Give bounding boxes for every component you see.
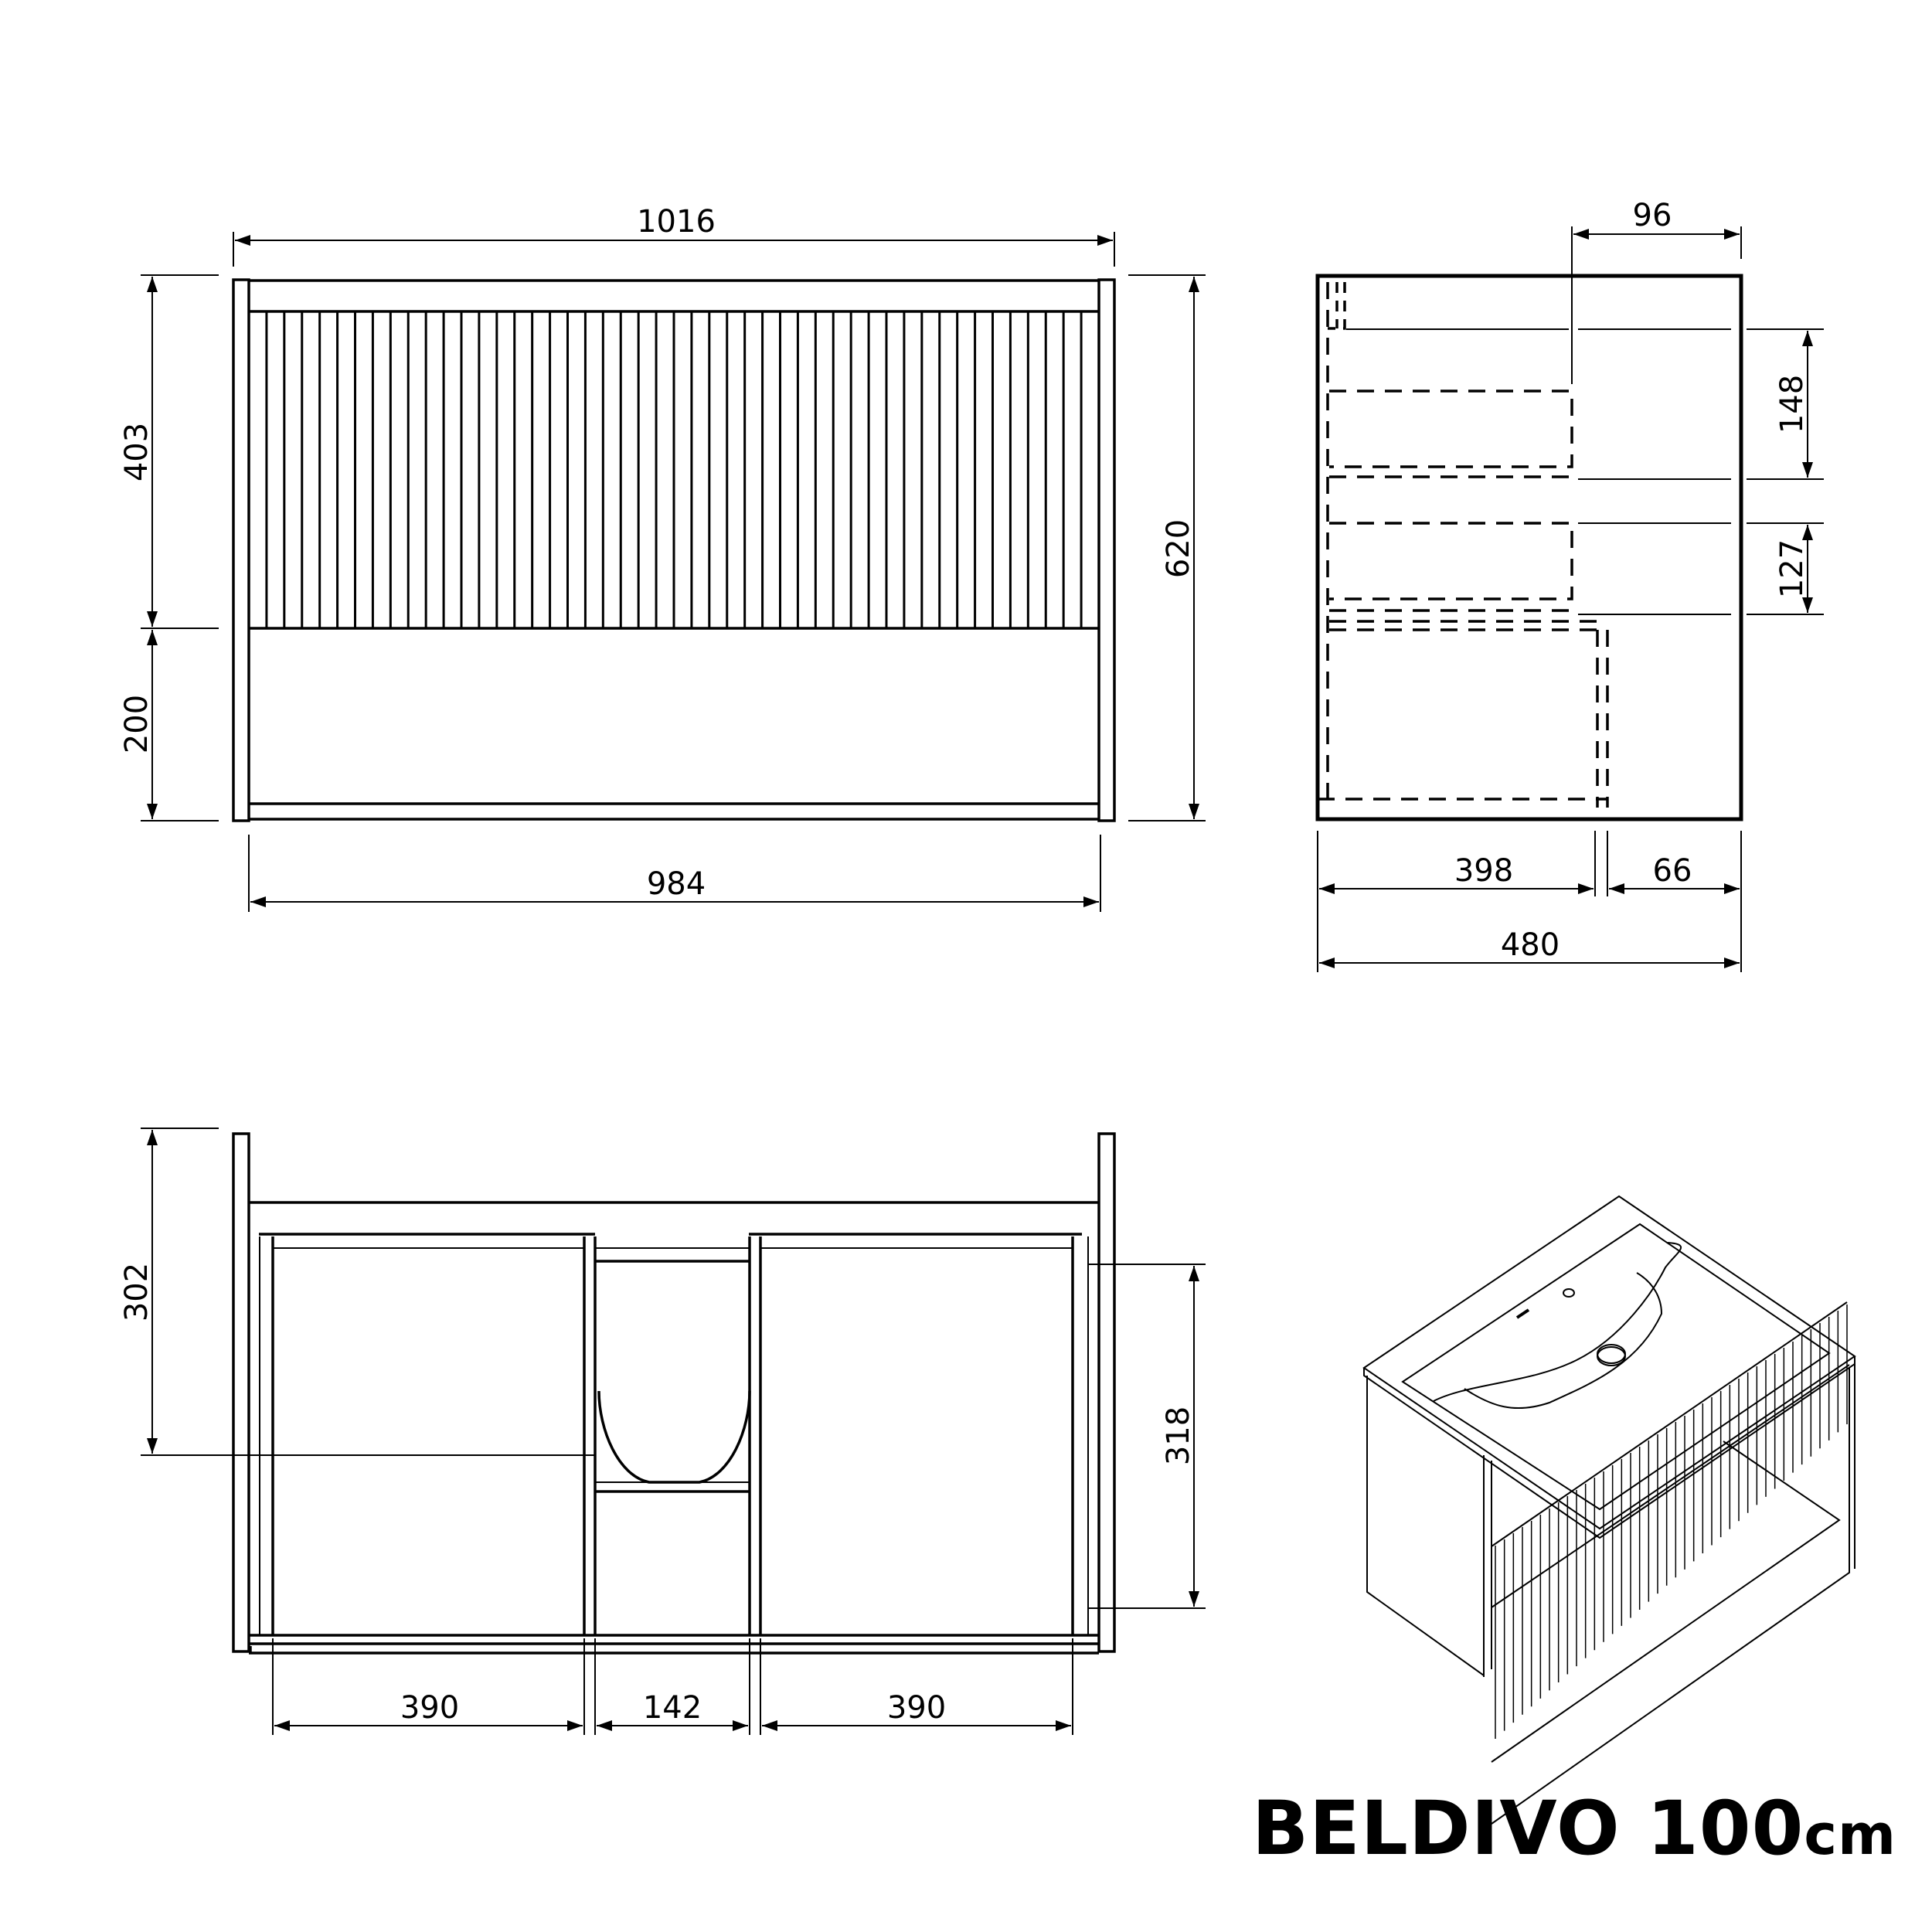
dim-top-offset: 96 [1633,198,1672,233]
tap-hole-icon [1563,1288,1575,1298]
side-outline [1315,274,1743,821]
overflow-icon [1515,1308,1530,1319]
dim-center-compartment: 142 [643,1690,702,1726]
dim-right-compartment: 390 [887,1690,946,1726]
dim-shelf-height: 200 [119,695,155,753]
dim-drawer-depth: 398 [1454,853,1513,889]
product-name: BELDIVO [1252,1785,1621,1872]
product-size: 100 [1646,1785,1804,1872]
dim-drawer-height: 403 [119,423,155,481]
dim-upper-drawer: 148 [1774,375,1810,434]
right-post [1097,278,1116,822]
dim-inner-width: 984 [647,866,706,902]
dim-lower-drawer: 127 [1774,539,1810,598]
iso-fluted-front [1495,1304,1848,1739]
product-unit: cm [1804,1802,1897,1867]
dim-siphon-cutout: 302 [119,1263,155,1321]
front-view: 1016 984 403 200 620 [119,204,1206,912]
dim-drawer-inner-depth: 318 [1161,1406,1196,1465]
side-view: 96 148 127 398 66 480 [1315,198,1824,972]
dim-front-depth: 66 [1653,853,1692,889]
top-view: 302 318 390 142 390 [119,1128,1206,1735]
siphon-cutout [597,1390,751,1484]
isometric-view [1362,1195,1856,1825]
dim-overall-depth: 480 [1501,927,1560,963]
product-title: BELDIVO 100cm [1252,1785,1896,1872]
dim-left-compartment: 390 [400,1690,459,1726]
fluted-drawer-front [265,311,1083,628]
dim-overall-height: 620 [1161,519,1196,578]
left-post [232,278,250,822]
left-post-top [232,1132,250,1653]
right-post-top [1097,1132,1116,1653]
dim-overall-width: 1016 [637,204,716,240]
